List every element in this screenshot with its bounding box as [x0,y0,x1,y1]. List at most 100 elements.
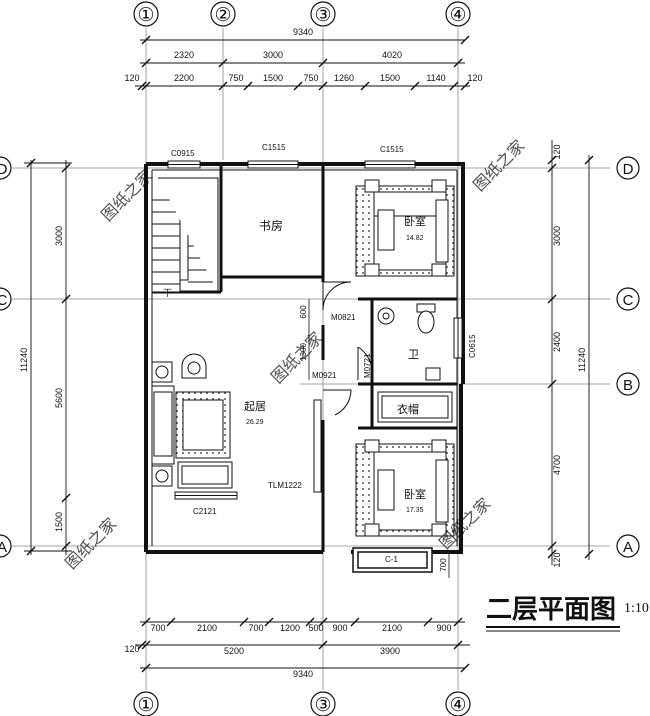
window-c1-label: C-1 [385,555,398,564]
dim-int-0: 600 [299,305,308,319]
dim-top-r2-3: 1500 [263,73,283,83]
axis-bubbles-top: ① ② ③ ④ [133,1,471,27]
axis-label-4-bottom: ④ [449,695,466,716]
dim-top-r1-0: 2320 [174,50,194,60]
dim-bot-r1-6: 2100 [382,623,402,633]
drawing-title: 二层平面图 [486,595,616,624]
dim-bot-total: 9340 [293,669,313,679]
bedroom2-label: 卧室 [404,487,426,501]
living-room-label: 起居 [244,400,266,413]
wardrobe-cabinet [377,391,453,423]
dimensions-top [135,35,470,91]
dim-top-r2-0: 120 [124,73,139,83]
dim-left-0: 3000 [54,226,64,246]
bedroom1-label: 卧室 [404,214,426,228]
dim-bot-r1-5: 900 [332,623,347,633]
bedroom2-bed [355,439,455,537]
dim-right-4: 120 [552,552,562,567]
door-m0821-label: M0821 [331,313,356,322]
window-c2121-label: C2121 [193,507,217,516]
drawing-title-block: 二层平面图 1:10 [486,595,649,632]
dimensions-right [547,140,594,565]
study-label: 书房 [259,218,283,233]
axis-label-C-right: C [623,292,634,309]
dim-right-3: 4700 [552,455,562,475]
axis-label-A-right: A [623,539,633,556]
axis-label-1-top: ① [137,5,154,26]
wardrobe-label: 衣帽 [397,402,419,416]
window-c1515-bedroom-label: C1515 [380,145,404,154]
dim-bot-r1-1: 2100 [197,623,217,633]
axis-label-2-top: ② [214,5,231,26]
dim-right-0: 120 [552,144,562,159]
dimension-labels-bottom: 700 2100 700 1200 500 900 2100 900 120 5… [124,623,451,679]
dimension-labels-top: 9340 2320 3000 4020 120 2200 750 1500 75… [124,27,482,83]
living-room-sofa-set [151,353,233,489]
dim-right-2: 2400 [552,332,562,352]
dim-top-r2-8: 120 [467,73,482,83]
axis-bubbles-bottom: ① ③ ④ [133,691,471,716]
dim-bot-r2-0: 120 [124,644,139,654]
bedroom1-area: 14.82 [406,235,424,242]
dim-top-r2-7: 1140 [426,73,445,83]
dimensions-left [24,158,72,556]
door-m0721-label: M0721 [363,353,372,378]
dim-top-r2-2: 750 [228,73,243,83]
dim-top-r2-1: 2200 [174,73,194,83]
axis-label-1-bottom: ① [137,695,154,716]
dimensions-bottom [135,617,470,673]
door-tlm1222-label: TLM1222 [268,481,302,490]
axis-label-3-bottom: ③ [314,695,331,716]
dim-left-total: 11240 [19,348,29,372]
axis-label-C-left: C [0,292,8,309]
dim-bot-r1-3: 1200 [280,623,300,633]
window-c0615-label: C0615 [468,334,477,358]
internal-dimension-labels: 600 1300 700 [299,305,448,572]
dim-int-1: 1300 [299,343,308,361]
axis-label-B-right: B [623,377,633,394]
axis-label-A-left: A [0,539,7,556]
bedroom1-bed [355,179,455,277]
watermark-4: 图纸之家 [62,515,120,573]
stair-down-label: 下 [163,288,172,298]
dim-top-r1-1: 3000 [263,50,283,60]
dim-bot-r1-4: 500 [308,623,323,633]
internal-dimension-lines [308,299,450,578]
axis-bubbles-left: D C A [0,156,12,558]
living-room-area: 26.29 [246,419,264,426]
dim-left-1: 5600 [54,388,64,408]
dim-bot-r2-1: 5200 [224,646,244,656]
dim-right-1: 3000 [552,226,562,246]
axis-label-4-top: ④ [449,5,466,26]
dim-bot-r1-2: 700 [248,623,263,633]
axis-grid [12,28,610,690]
dim-left-2: 1500 [54,512,64,532]
staircase [151,177,219,293]
dim-top-r2-5: 1260 [334,73,354,83]
bathroom-fixtures [377,303,441,381]
window-c0915-label: C0915 [171,149,195,158]
axis-label-D-left: D [0,161,8,178]
windows [167,160,463,500]
bay-window-c1 [352,547,433,573]
dim-right-total: 11240 [577,348,587,372]
axis-label-3-top: ③ [314,5,331,26]
drawing-scale: 1:10 [624,601,649,616]
bathroom-label: 卫 [408,349,419,361]
dim-bot-r2-2: 3900 [380,646,400,656]
dim-bot-r1-0: 700 [150,623,165,633]
doors [322,281,373,416]
dim-top-total: 9340 [293,27,313,37]
axis-label-D-right: D [623,161,634,178]
window-c1515-study-label: C1515 [262,143,286,152]
dimension-labels-right: 120 3000 2400 4700 120 11240 [552,144,587,567]
opening-labels: C0915 C1515 C1515 M0821 M0921 TLM1222 C2… [171,143,477,564]
dimension-labels-left: 11240 3000 5600 1500 [19,226,64,532]
dim-int-2: 700 [439,558,448,572]
dim-top-r2-4: 750 [303,73,318,83]
bedroom2-area: 17.35 [406,507,424,514]
watermark-2: 图纸之家 [470,137,528,195]
door-m0921-label: M0921 [312,371,337,380]
dim-top-r2-6: 1500 [380,73,400,83]
